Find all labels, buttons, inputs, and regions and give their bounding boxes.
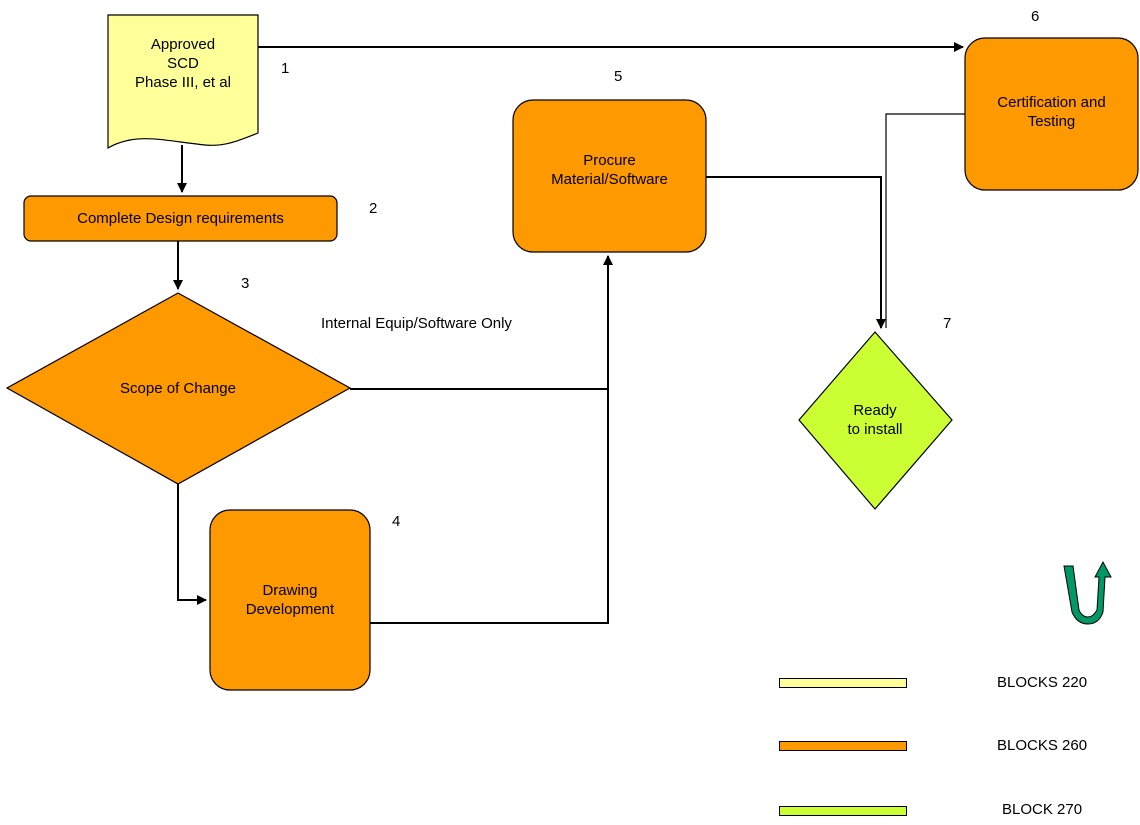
connectors [173,42,964,624]
certification-label: Certification and Testing [997,94,1106,130]
step-number-6: 6 [1031,8,1040,25]
approved-scd-label: Approved SCD Phase III, et al [135,35,231,91]
u-turn-arrow-icon [1063,560,1112,625]
edge-procure-to-ready [706,176,886,329]
edge-scope-to-drawing [177,484,207,605]
legend-swatch-220 [779,678,907,688]
complete-design-label: Complete Design requirements [77,210,284,227]
legend-label-270: BLOCK 270 [1002,801,1083,818]
procure-label: Procure Material/Software [551,152,668,188]
ready-to-install-label: Ready to install [847,402,903,438]
legend-label-220: BLOCKS 220 [997,674,1088,691]
step-number-7: 7 [943,315,952,332]
edge-drawing-to-procure [370,389,609,624]
drawing-development-box [209,509,371,691]
edge-label-internal: Internal Equip/Software Only [321,315,512,332]
legend-swatch-260 [779,741,907,751]
scope-of-change-label: Scope of Change [120,379,236,397]
legend-swatch-270 [779,806,907,816]
drawing-development-label: Drawing Development [245,582,335,618]
complete-design-box [23,195,338,242]
step-number-2: 2 [369,200,378,217]
step-number-5: 5 [614,68,623,85]
step-number-1: 1 [281,60,290,77]
legend-label-260: BLOCKS 260 [997,737,1088,754]
step-number-3: 3 [241,275,250,292]
step-number-4: 4 [392,513,401,530]
edge-cert-to-ready [885,113,965,328]
ready-to-install-diamond [798,331,953,510]
approved-scd-document-shape [107,14,259,150]
